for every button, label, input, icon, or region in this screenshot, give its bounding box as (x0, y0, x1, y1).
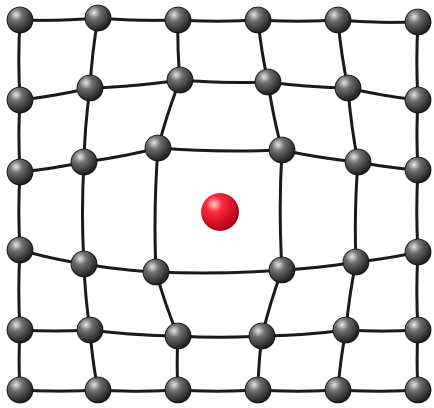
lattice-atom-4-0 (7, 317, 33, 343)
lattice-atom-3-1 (71, 251, 97, 277)
lattice-atom-5-4 (325, 377, 351, 403)
lattice-atom-4-4 (333, 317, 359, 343)
lattice-atom-3-5 (405, 239, 431, 265)
impurity-layer (201, 193, 239, 231)
lattice-atom-0-0 (7, 7, 33, 33)
lattice-atom-1-3 (255, 69, 281, 95)
lattice-atom-2-4 (345, 149, 371, 175)
bond-h-2-2 (158, 148, 282, 151)
bond-v-2-1 (82, 162, 84, 264)
lattice-atom-1-2 (167, 67, 193, 93)
interstitial-atom (201, 193, 239, 231)
lattice-atom-2-1 (71, 149, 97, 175)
lattice-atom-5-3 (245, 377, 271, 403)
lattice-atom-3-4 (343, 249, 369, 275)
lattice-atom-2-3 (269, 137, 295, 163)
lattice-atom-1-5 (405, 87, 431, 113)
lattice-atom-4-1 (77, 317, 103, 343)
bond-h-1-1 (90, 80, 180, 88)
lattice-atom-0-1 (85, 5, 111, 31)
lattice-atom-0-2 (165, 7, 191, 33)
lattice-atom-1-4 (335, 75, 361, 101)
lattice-atom-4-5 (405, 317, 431, 343)
lattice-atom-4-3 (249, 323, 275, 349)
lattice-atom-3-3 (269, 257, 295, 283)
lattice-atom-2-0 (7, 159, 33, 185)
bond-v-2-3 (280, 150, 282, 270)
bond-v-2-2 (155, 148, 158, 272)
lattice-atom-0-4 (325, 7, 351, 33)
lattice-atom-2-5 (405, 157, 431, 183)
lattice-atom-3-0 (7, 237, 33, 263)
lattice-atom-5-1 (85, 377, 111, 403)
lattice-atom-5-5 (405, 377, 431, 403)
lattice-atom-1-1 (77, 75, 103, 101)
lattice-atom-4-2 (165, 323, 191, 349)
lattice-atom-0-3 (245, 7, 271, 33)
lattice-atom-0-5 (405, 9, 431, 35)
lattice-atom-5-0 (7, 377, 33, 403)
lattice-atom-5-2 (165, 377, 191, 403)
bond-h-3-2 (156, 270, 282, 273)
bond-v-2-4 (355, 162, 358, 262)
lattice-atom-2-2 (145, 135, 171, 161)
lattice-atom-1-0 (7, 87, 33, 113)
lattice-atom-3-2 (143, 259, 169, 285)
